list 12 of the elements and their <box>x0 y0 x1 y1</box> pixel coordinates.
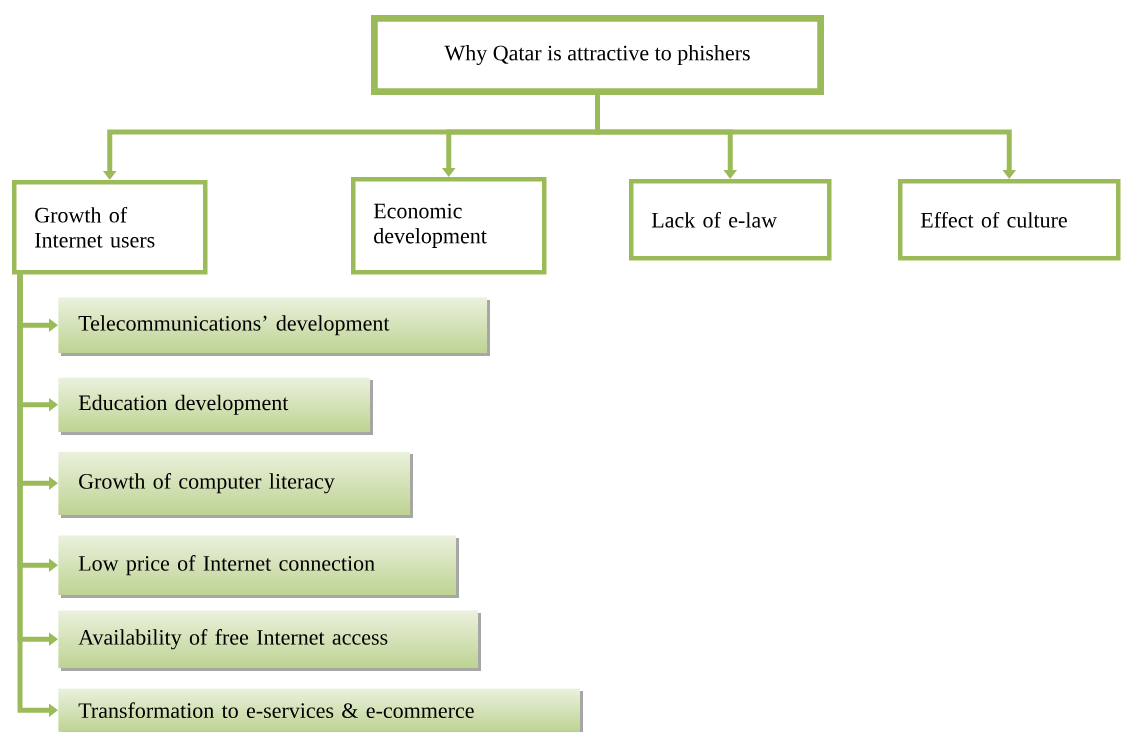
arrow <box>595 95 1017 179</box>
factor-box: Telecommunications’ development <box>58 297 490 356</box>
category-box: Lack of e-law <box>629 179 832 261</box>
category-box: Growth of Internet users <box>12 180 208 275</box>
factor-box: Low price of Internet connection <box>58 535 459 598</box>
title-box: Why Qatar is attractive to phishers <box>371 15 824 95</box>
factor-box: Availability of free Internet access <box>58 610 481 671</box>
factor-box: Growth of computer literacy <box>58 451 413 518</box>
category-box: Economic development <box>351 177 547 275</box>
category-box: Effect of culture <box>898 179 1121 261</box>
factor-box: Education development <box>58 377 373 435</box>
factor-box: Transformation to e-services & e-commerce <box>58 688 583 732</box>
